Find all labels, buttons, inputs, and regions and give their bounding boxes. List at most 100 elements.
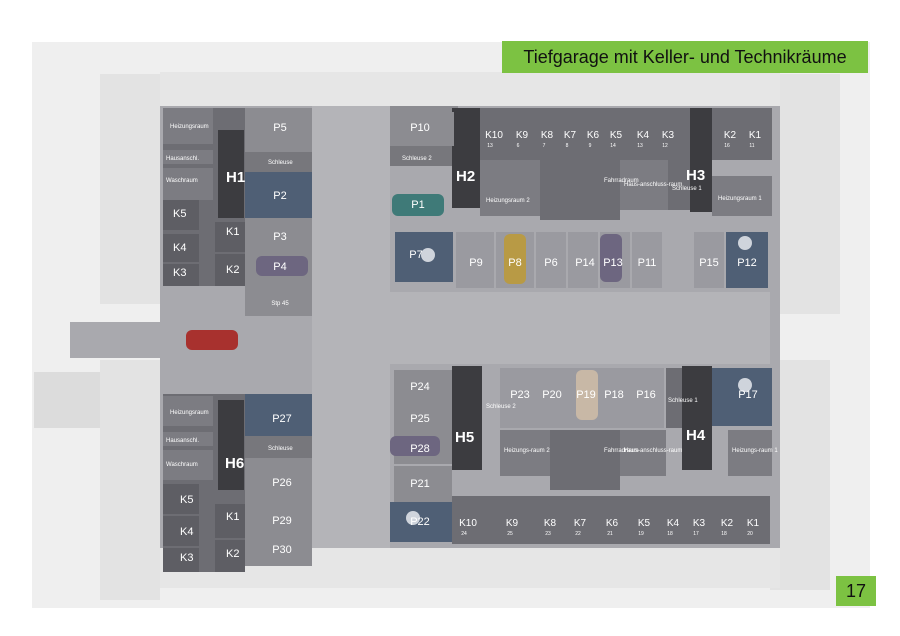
bay-p2: P2 bbox=[273, 190, 286, 202]
room-heizungsraum-h1: Heizungsraum bbox=[170, 124, 209, 130]
cellar-labels-top-right: K10 K9 K8 K7 K6 K5 K4 K3 K2 K1 bbox=[485, 130, 761, 141]
cellar-k4-left-bottom: K4 bbox=[180, 526, 193, 538]
cellar-k10-top: K10 bbox=[485, 130, 503, 141]
cellar-k2-left-top: K2 bbox=[226, 264, 239, 276]
cellar-num-k8-top: 7 bbox=[543, 143, 546, 149]
room-schleuse2-bottom: Schleuse 2 bbox=[486, 404, 516, 410]
bay-p30: P30 bbox=[272, 544, 292, 556]
cellar-num-k5-top: 14 bbox=[610, 143, 616, 149]
cellar-num-k6-top: 9 bbox=[589, 143, 592, 149]
bay-p20: P20 bbox=[542, 389, 562, 401]
bay-p16: P16 bbox=[636, 389, 656, 401]
cellar-k7-bottom: K7 bbox=[574, 518, 587, 529]
room-heizungsraum-h6: Heizungsraum bbox=[170, 410, 209, 416]
cross-driveway bbox=[312, 292, 770, 364]
bay-p18: P18 bbox=[604, 389, 624, 401]
cellar-num-k3-top: 12 bbox=[662, 143, 668, 149]
cellar-k3-left-top: K3 bbox=[173, 267, 186, 279]
room-heizungsraum1-top: Heizungsraum 1 bbox=[718, 196, 762, 202]
cellar-num-k10-top: 13 bbox=[487, 143, 493, 149]
cellar-num-k6-bottom: 21 bbox=[607, 531, 613, 537]
cellar-k2-bottom: K2 bbox=[721, 518, 734, 529]
cellar-k2-top: K2 bbox=[724, 130, 737, 141]
cars bbox=[186, 194, 622, 456]
cellar-k5-left-top: K5 bbox=[173, 208, 186, 220]
bay-p21: P21 bbox=[410, 478, 430, 490]
bay-p1: P1 bbox=[411, 199, 424, 211]
car-red bbox=[186, 330, 238, 350]
page-title: Tiefgarage mit Keller- und Technikräume bbox=[502, 41, 868, 73]
bay-p23: P23 bbox=[510, 389, 530, 401]
room-waschraum-h6: Waschraum bbox=[166, 462, 198, 468]
page-number: 17 bbox=[836, 576, 876, 606]
bay-p27: P27 bbox=[272, 413, 292, 425]
cellar-k9-top: K9 bbox=[516, 130, 529, 141]
cellar-num-k5-bottom: 19 bbox=[638, 531, 644, 537]
cellar-num-k9-bottom: 25 bbox=[507, 531, 513, 537]
bay-p13: P13 bbox=[603, 257, 623, 269]
cellar-num-k8-bottom: 23 bbox=[545, 531, 551, 537]
car-purple-lower bbox=[390, 436, 440, 456]
room-hausanschl-h1: Hausanschl. bbox=[166, 156, 199, 162]
room-labels: Heizungsraum Hausanschl. Waschraum Schle… bbox=[166, 124, 778, 468]
room-hausanschl-h6: Hausanschl. bbox=[166, 438, 199, 444]
wheelchair-icon bbox=[738, 236, 752, 250]
cellar-k4-bottom: K4 bbox=[667, 518, 680, 529]
parking-labels: P5 P2 P3 P4 P10 P1 P7 P9 P8 P6 P14 P13 P… bbox=[271, 122, 757, 556]
cellar-labels-left-top: K5 K4 K3 K1 K2 bbox=[173, 208, 239, 279]
bay-p5: P5 bbox=[273, 122, 286, 134]
cellar-labels-bottom-right: K10 K9 K8 K7 K6 K5 K4 K3 K2 K1 bbox=[459, 518, 759, 529]
room-schleuse-h1: Schleuse bbox=[268, 160, 293, 166]
bay-p12: P12 bbox=[737, 257, 757, 269]
cellar-k2-left-bottom: K2 bbox=[226, 548, 239, 560]
bay-stp45: Stp 45 bbox=[271, 301, 289, 307]
cellar-k1-left-bottom: K1 bbox=[226, 511, 239, 523]
cellar-k8-bottom: K8 bbox=[544, 518, 557, 529]
cellar-k3-bottom: K3 bbox=[693, 518, 706, 529]
bay-p26: P26 bbox=[272, 477, 292, 489]
stairwell-h1: H1 bbox=[226, 169, 245, 186]
cellar-k5-top: K5 bbox=[610, 130, 623, 141]
bay-p8: P8 bbox=[508, 257, 521, 269]
room-fahrradraum-bottom: Fahrradraum bbox=[604, 448, 639, 454]
room-schleuse1-bottom: Schleuse 1 bbox=[668, 398, 698, 404]
room-heizungsraum1-bottom: Heizungs-raum 1 bbox=[732, 448, 778, 454]
room-schleuse1-top: Schleuse 1 bbox=[672, 186, 702, 192]
room-heizungsraum2-top: Heizungsraum 2 bbox=[486, 198, 530, 204]
bay-p6: P6 bbox=[544, 257, 557, 269]
bay-p11: P11 bbox=[638, 257, 657, 269]
cellar-k1-bottom: K1 bbox=[747, 518, 760, 529]
room-waschraum-h1: Waschraum bbox=[166, 178, 198, 184]
room-fahrradraum-top: Fahrradraum bbox=[604, 178, 639, 184]
bay-p10: P10 bbox=[410, 122, 430, 134]
bay-p4: P4 bbox=[273, 261, 286, 273]
cellar-num-k1-top: 11 bbox=[749, 143, 754, 149]
cellar-k3-left-bottom: K3 bbox=[180, 552, 193, 564]
car-beige bbox=[576, 370, 598, 420]
room-schleuse-h6: Schleuse bbox=[268, 446, 293, 452]
car-yellow bbox=[504, 234, 526, 284]
cellar-k9-bottom: K9 bbox=[506, 518, 519, 529]
cellar-k10-bottom: K10 bbox=[459, 518, 477, 529]
stairwell-h6: H6 bbox=[225, 455, 244, 472]
bay-p25: P25 bbox=[410, 413, 430, 425]
cellar-num-k10-bottom: 24 bbox=[461, 531, 467, 537]
cellar-num-k2-bottom: 18 bbox=[721, 531, 727, 537]
cellar-k6-top: K6 bbox=[587, 130, 600, 141]
cellar-k5-bottom: K5 bbox=[638, 518, 651, 529]
wheelchair-icon bbox=[738, 378, 752, 392]
stairwell-h4: H4 bbox=[686, 427, 706, 444]
room-hausanschluss-top: Haus-anschluss-raum bbox=[624, 182, 682, 188]
cellar-num-k3-bottom: 17 bbox=[693, 531, 699, 537]
cellar-num-k1-bottom: 20 bbox=[747, 531, 753, 537]
bay-p3: P3 bbox=[273, 231, 286, 243]
room-hausanschluss-bottom: Haus-anschluss-raum bbox=[624, 448, 682, 454]
cellar-k1-left-top: K1 bbox=[226, 226, 239, 238]
car-green bbox=[392, 194, 444, 216]
cellar-num-k2-top: 16 bbox=[724, 143, 730, 149]
room-heizungsraum2-bottom: Heizungs-raum 2 bbox=[504, 448, 550, 454]
cellar-numbers-bottom-right: 24 25 23 22 21 19 18 17 18 20 bbox=[461, 531, 753, 537]
bay-p29: P29 bbox=[272, 515, 292, 527]
car-purple-upper bbox=[600, 234, 622, 282]
bay-p17: P17 bbox=[738, 389, 758, 401]
